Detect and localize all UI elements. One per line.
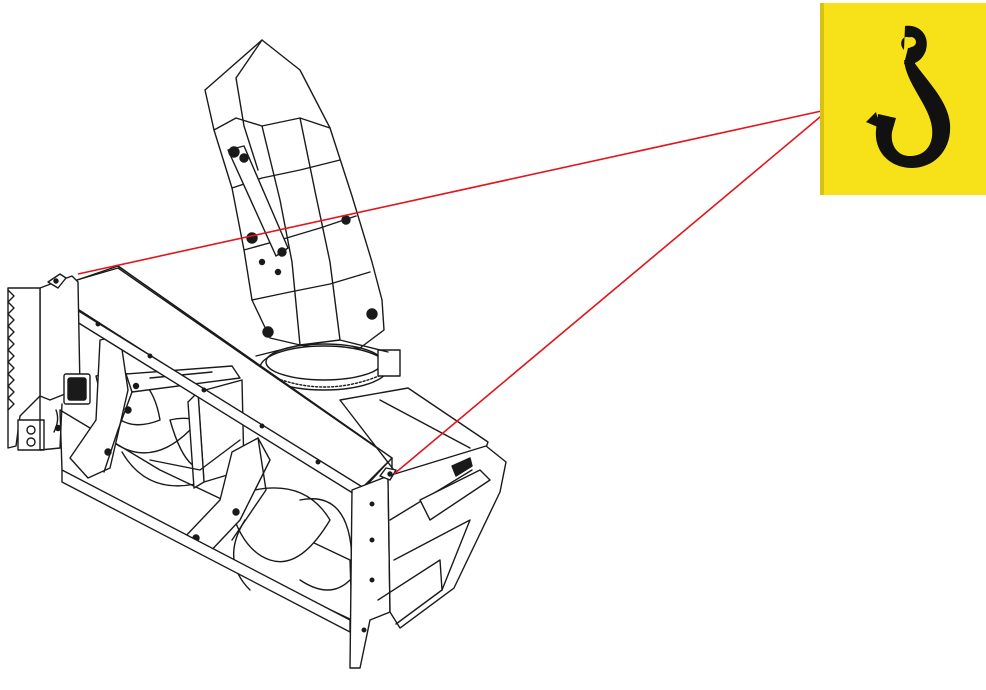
- chute-rotation-ring: [255, 339, 401, 391]
- right-side-plate: [349, 445, 507, 669]
- discharge-chute: [204, 39, 385, 351]
- leader-line-right-lifting-point: [393, 111, 827, 475]
- snow-blower-drawing: [7, 39, 507, 669]
- leader-lines: [77, 109, 827, 475]
- lifting-hook-icon: [866, 25, 951, 168]
- lifting-hook-callout: [820, 3, 986, 195]
- left-side-plate: [7, 273, 91, 451]
- leader-line-left-lifting-point: [77, 109, 827, 275]
- auger-housing: [47, 265, 489, 633]
